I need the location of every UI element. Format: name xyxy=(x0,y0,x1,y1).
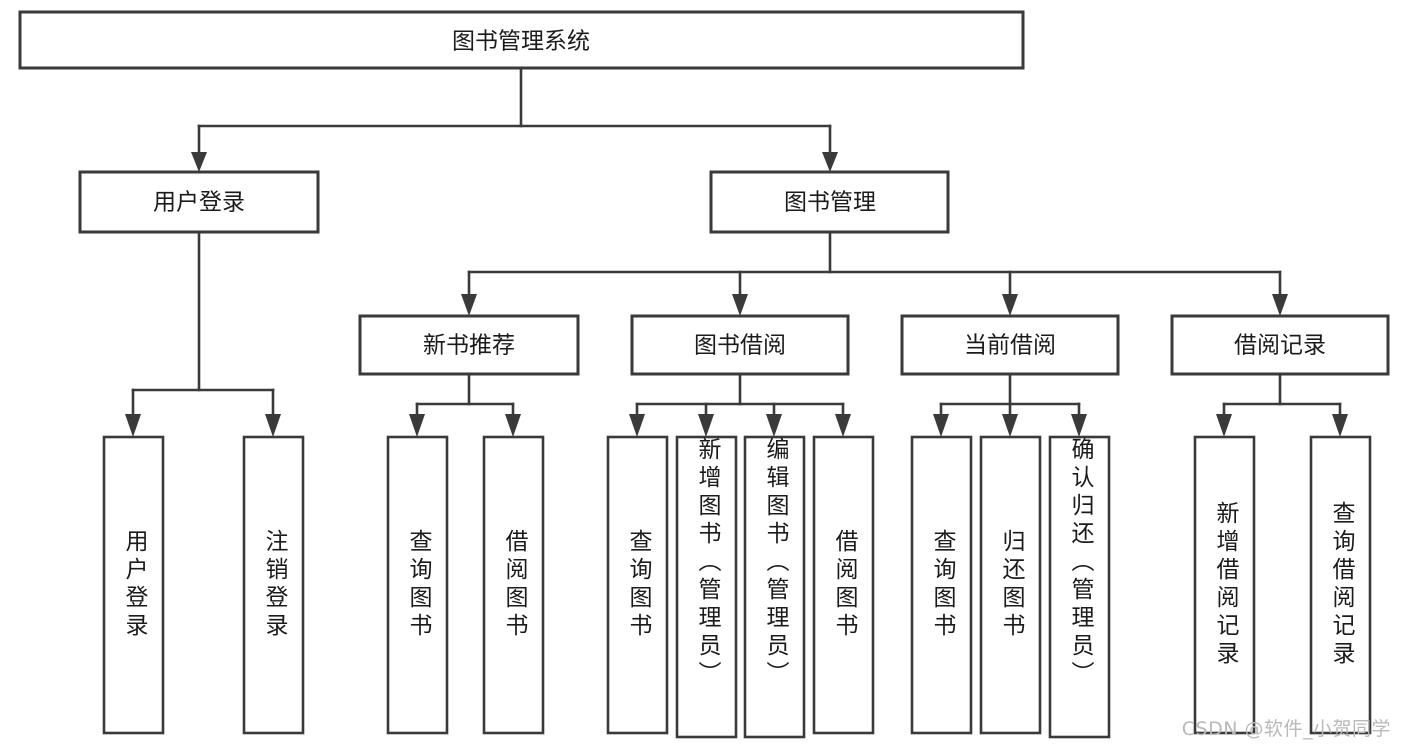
leaf-book-borrow-2[interactable] xyxy=(743,435,806,739)
leaf-current-borrow-2[interactable] xyxy=(1048,435,1111,739)
arrow-bookborrow-leaf3 xyxy=(766,414,782,437)
arrow-userlogin-leaf2 xyxy=(265,414,281,437)
node-current-borrow[interactable] xyxy=(900,314,1120,376)
arrow-newbook-leaf2 xyxy=(505,414,521,437)
arrow-newbook-leaf1 xyxy=(409,414,425,437)
arrow-bookborrow-leaf4 xyxy=(835,414,851,437)
box-layer xyxy=(18,10,1390,739)
connector-layer xyxy=(125,66,1348,437)
leaf-current-borrow-0[interactable] xyxy=(910,435,973,735)
leaf-new-book-recommend-1[interactable] xyxy=(482,435,545,735)
label-borrow-records: 借阅记录 xyxy=(1234,333,1326,359)
arrow-to-currentborrow xyxy=(1002,294,1018,316)
leaf-current-borrow-1[interactable] xyxy=(979,435,1042,735)
label-new-book-recommend: 新书推荐 xyxy=(423,333,515,359)
node-new-book-recommend[interactable] xyxy=(358,314,580,376)
node-book-borrow[interactable] xyxy=(630,314,850,376)
csdn-watermark: CSDN @软件_小贺同学 xyxy=(1181,718,1391,740)
leaf-book-borrow-3[interactable] xyxy=(812,435,875,735)
arrow-to-newbook xyxy=(461,294,477,316)
label-layer: 图书管理系统 用户登录 图书管理 新书推荐 图书借阅 当前借阅 借阅记录 xyxy=(153,29,1326,359)
arrow-borrowrecords-leaf2 xyxy=(1332,414,1348,437)
arrow-bookborrow-leaf2 xyxy=(698,414,714,437)
label-user-login: 用户登录 xyxy=(153,190,245,216)
node-book-management[interactable] xyxy=(709,170,950,234)
node-user-login[interactable] xyxy=(78,170,320,234)
arrow-bookborrow-leaf1 xyxy=(629,414,645,437)
arrow-userlogin-leaf1 xyxy=(125,414,141,437)
label-book-borrow: 图书借阅 xyxy=(694,333,786,359)
leaf-book-borrow-1[interactable] xyxy=(675,435,738,739)
label-root: 图书管理系统 xyxy=(452,29,590,55)
arrow-currentborrow-leaf1 xyxy=(933,414,949,437)
leaf-user-login-0[interactable] xyxy=(102,435,165,735)
leaf-borrow-records-1[interactable] xyxy=(1309,435,1372,735)
arrow-to-book-manage xyxy=(822,152,838,172)
node-root-book-management-system[interactable] xyxy=(18,10,1025,70)
node-borrow-records[interactable] xyxy=(1170,314,1390,376)
arrow-currentborrow-leaf3 xyxy=(1071,414,1087,437)
leaf-borrow-records-0[interactable] xyxy=(1193,435,1256,735)
leaf-user-login-1[interactable] xyxy=(242,435,305,735)
leaf-new-book-recommend-0[interactable] xyxy=(386,435,449,735)
arrow-currentborrow-leaf2 xyxy=(1002,414,1018,437)
arrow-borrowrecords-leaf1 xyxy=(1216,414,1232,437)
arrow-to-borrowrecords xyxy=(1272,294,1288,316)
arrow-to-bookborrow xyxy=(732,294,748,316)
leaf-book-borrow-0[interactable] xyxy=(606,435,669,735)
arrow-to-user-login xyxy=(191,152,207,172)
label-current-borrow: 当前借阅 xyxy=(964,333,1056,359)
label-book-management: 图书管理 xyxy=(784,190,876,216)
